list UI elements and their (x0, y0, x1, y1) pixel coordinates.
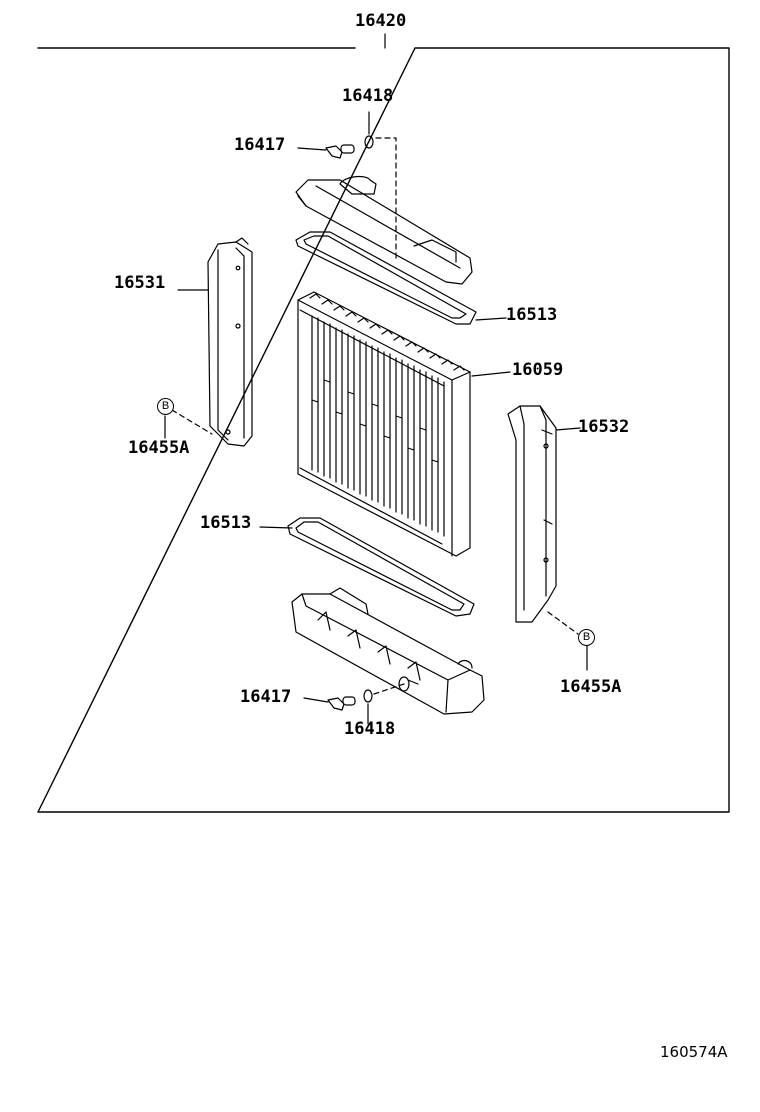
drain-plug-upper-label: 16417 (234, 135, 286, 155)
lower-tank-shape (291, 587, 485, 715)
assembly-number-label: 16420 (355, 11, 407, 31)
drain-plug-lower-shape (303, 696, 356, 711)
gasket-upper-shape (364, 111, 397, 261)
core-shape (297, 291, 511, 557)
gasket-lower-shape (363, 683, 405, 725)
callout-b-right: B (578, 629, 595, 646)
core-label: 16059 (512, 360, 564, 380)
side-support-left-label: 16531 (114, 273, 166, 293)
gasket-tank-lower-label: 16513 (200, 513, 252, 533)
gasket-upper-label: 16418 (342, 86, 394, 106)
upper-tank-shape (295, 175, 473, 285)
right-support-shape (507, 405, 588, 671)
figure-reference: 160574A (660, 1043, 728, 1061)
gasket-tank-upper-label: 16513 (506, 305, 558, 325)
callout-b-left: B (157, 398, 174, 415)
bolt-left-label: 16455A (128, 438, 190, 458)
drain-plug-upper-shape (297, 144, 355, 159)
left-support-shape (164, 237, 253, 447)
side-support-right-label: 16532 (578, 417, 630, 437)
assembly-frame (37, 47, 730, 813)
upper-gasket-shape (295, 231, 507, 325)
lower-gasket-shape (259, 517, 475, 617)
bolt-right-label: 16455A (560, 677, 622, 697)
gasket-lower-label: 16418 (344, 719, 396, 739)
drain-plug-lower-label: 16417 (240, 687, 292, 707)
